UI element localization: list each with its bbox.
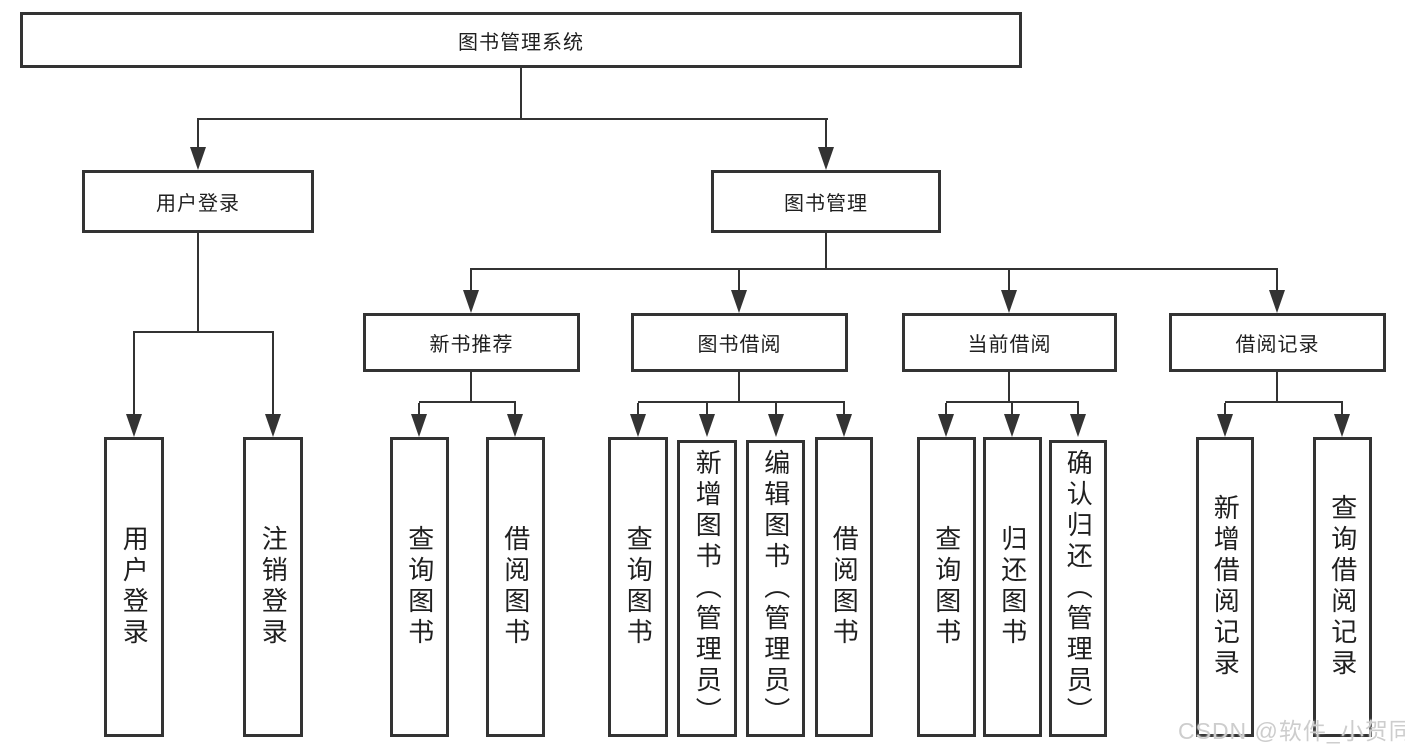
leaf-add-borrow-record: 新增借阅记录 — [1196, 437, 1254, 737]
leaf-query-books: 查询图书 — [917, 437, 976, 737]
connector-line — [1276, 372, 1278, 403]
leaf-confirm-return-admin: 确认归还（管理员） — [1049, 440, 1107, 737]
arrow-down-icon — [836, 414, 852, 437]
node-label: 查询图书 — [931, 525, 962, 649]
node-label: 借阅图书 — [829, 525, 860, 649]
connector-line — [419, 401, 516, 403]
connector-line — [1225, 401, 1343, 403]
arrow-down-icon — [630, 414, 646, 437]
arrow-down-icon — [265, 414, 281, 437]
connector-line — [843, 403, 845, 415]
arrow-down-icon — [411, 414, 427, 437]
arrow-down-icon — [768, 414, 784, 437]
node-label: 确认归还（管理员） — [1063, 449, 1094, 728]
leaf-logout: 注销登录 — [243, 437, 303, 737]
leaf-return-books: 归还图书 — [983, 437, 1042, 737]
connector-line — [1077, 403, 1079, 415]
connector-line — [133, 333, 135, 415]
connector-line — [1011, 403, 1013, 415]
leaf-user-login: 用户登录 — [104, 437, 164, 737]
connector-line — [638, 401, 845, 403]
node-book-management: 图书管理 — [711, 170, 941, 233]
leaf-query-borrow-record: 查询借阅记录 — [1313, 437, 1372, 737]
connector-line — [706, 403, 708, 415]
node-current-borrow: 当前借阅 — [902, 313, 1117, 372]
node-borrow-records: 借阅记录 — [1169, 313, 1386, 372]
node-label: 用户登录 — [119, 525, 150, 649]
arrow-down-icon — [699, 414, 715, 437]
connector-line — [825, 120, 827, 150]
connector-line — [945, 403, 947, 415]
arrow-down-icon — [190, 147, 206, 170]
connector-line — [470, 270, 472, 292]
node-label: 图书管理系统 — [458, 31, 584, 54]
connector-line — [946, 401, 1079, 403]
node-label: 查询图书 — [623, 525, 654, 649]
connector-line — [272, 333, 274, 415]
arrow-down-icon — [1001, 290, 1017, 313]
arrow-down-icon — [818, 147, 834, 170]
arrow-down-icon — [507, 414, 523, 437]
arrow-down-icon — [126, 414, 142, 437]
node-label: 图书借阅 — [697, 334, 782, 356]
connector-line — [1008, 372, 1010, 403]
node-label: 借阅记录 — [1235, 334, 1320, 356]
connector-line — [197, 233, 199, 333]
node-label: 注销登录 — [258, 525, 289, 649]
node-book-borrow: 图书借阅 — [631, 313, 848, 372]
csdn-watermark: CSDN @软件_小贺同学 — [1178, 718, 1405, 744]
arrow-down-icon — [463, 290, 479, 313]
connector-line — [470, 372, 472, 403]
node-label: 查询图书 — [404, 525, 435, 649]
arrow-down-icon — [1269, 290, 1285, 313]
node-label: 用户登录 — [156, 193, 240, 215]
arrow-down-icon — [1334, 414, 1350, 437]
connector-line — [1224, 403, 1226, 415]
node-label: 新书推荐 — [429, 334, 514, 356]
connector-line — [514, 403, 516, 415]
connector-line — [1008, 270, 1010, 292]
leaf-borrow-books: 借阅图书 — [486, 437, 545, 737]
arrow-down-icon — [1070, 414, 1086, 437]
connector-line — [738, 372, 740, 403]
node-new-book-recommend: 新书推荐 — [363, 313, 580, 372]
node-label: 新增图书（管理员） — [692, 449, 723, 728]
node-label: 借阅图书 — [500, 525, 531, 649]
leaf-query-books: 查询图书 — [608, 437, 668, 737]
connector-line — [637, 403, 639, 415]
node-label: 编辑图书（管理员） — [760, 449, 791, 728]
arrow-down-icon — [1004, 414, 1020, 437]
connector-line — [1276, 270, 1278, 292]
node-label: 查询借阅记录 — [1327, 494, 1358, 680]
node-label: 当前借阅 — [967, 334, 1052, 356]
connector-line — [197, 120, 199, 150]
connector-line — [738, 270, 740, 292]
leaf-add-books-admin: 新增图书（管理员） — [677, 440, 737, 737]
connector-line — [418, 403, 420, 415]
node-user-login: 用户登录 — [82, 170, 314, 233]
connector-line — [775, 403, 777, 415]
leaf-edit-books-admin: 编辑图书（管理员） — [746, 440, 805, 737]
node-label: 归还图书 — [997, 525, 1028, 649]
leaf-query-books: 查询图书 — [390, 437, 449, 737]
arrow-down-icon — [731, 290, 747, 313]
node-label: 图书管理 — [784, 193, 868, 215]
connector-line — [197, 118, 828, 120]
node-label: 新增借阅记录 — [1210, 494, 1241, 680]
connector-line — [825, 233, 827, 270]
node-library-management-system: 图书管理系统 — [20, 12, 1022, 68]
leaf-borrow-books: 借阅图书 — [815, 437, 873, 737]
arrow-down-icon — [938, 414, 954, 437]
arrow-down-icon — [1217, 414, 1233, 437]
connector-line — [470, 268, 1278, 270]
connector-line — [1341, 403, 1343, 415]
connector-line — [133, 331, 274, 333]
connector-line — [520, 68, 522, 120]
